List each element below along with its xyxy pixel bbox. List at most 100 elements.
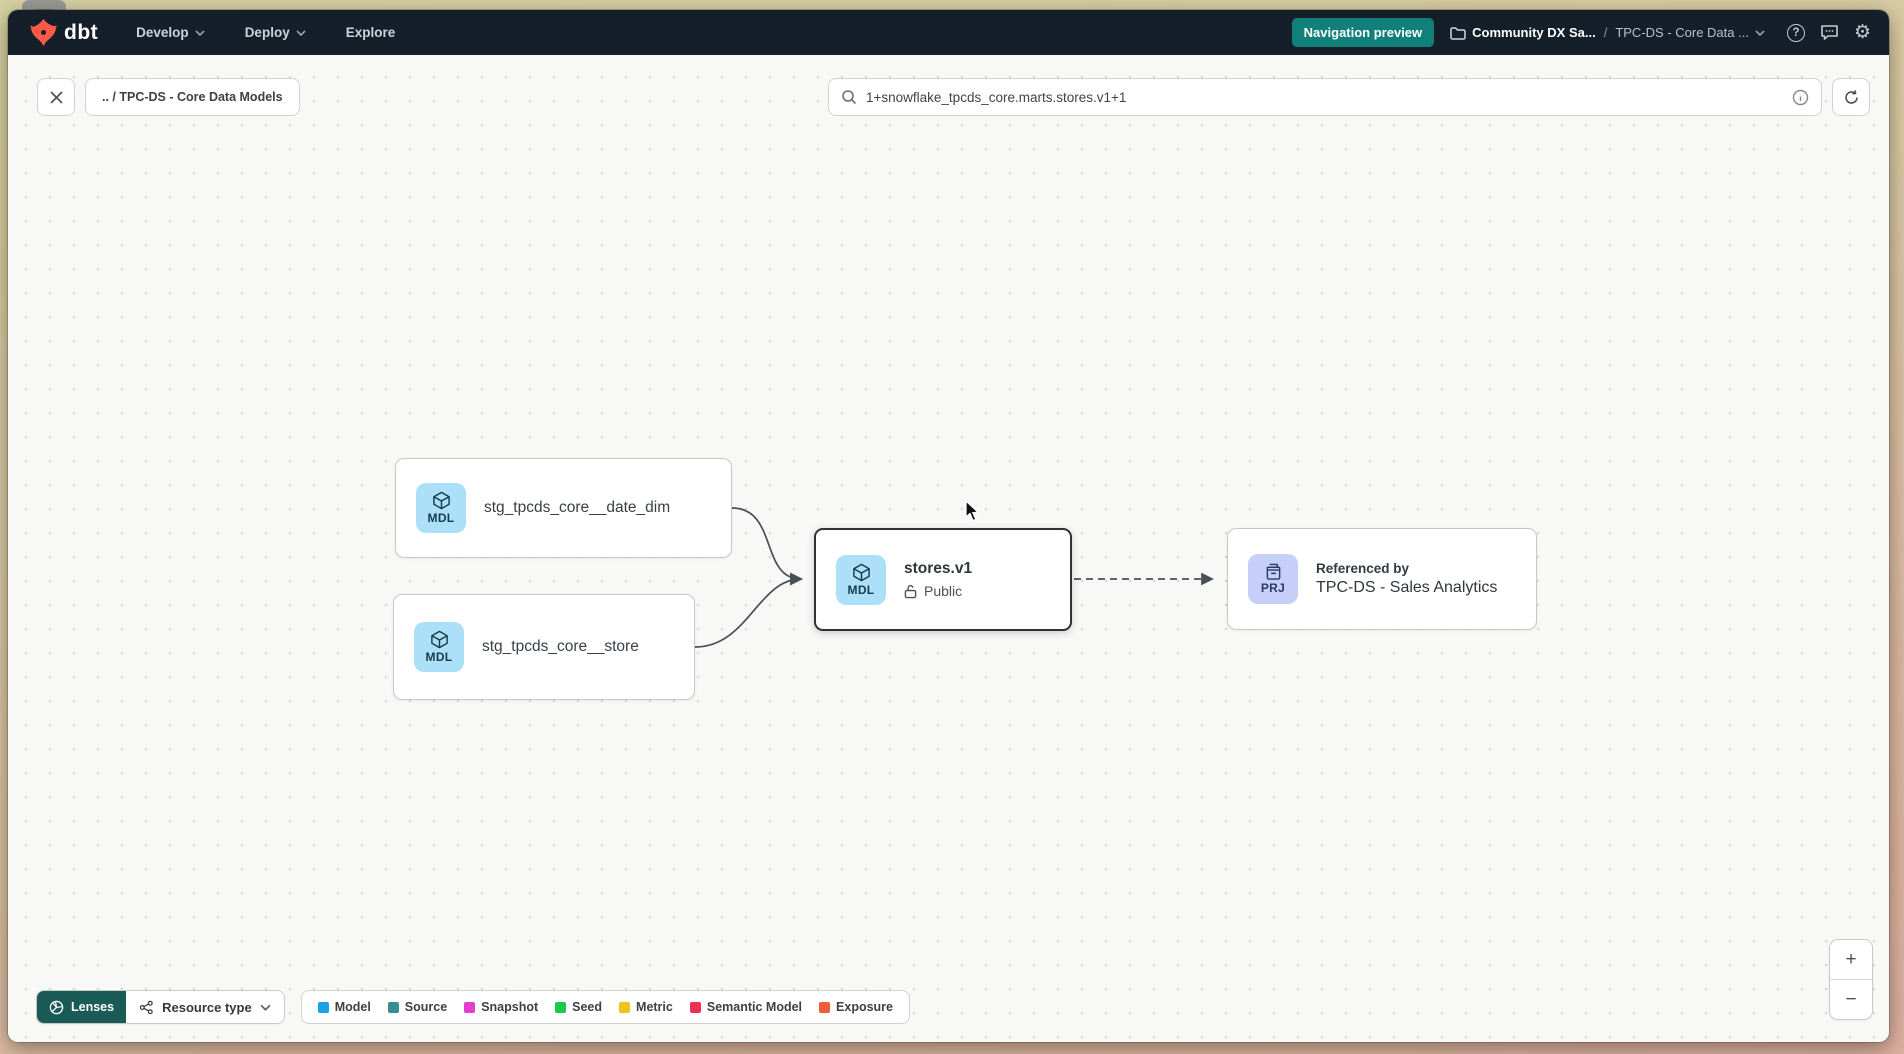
- resource-type-label: Resource type: [162, 999, 252, 1015]
- node-stg-tpcds-core-date-dim[interactable]: MDL stg_tpcds_core__date_dim: [395, 458, 732, 558]
- referenced-by-label: Referenced by: [1316, 561, 1410, 576]
- feedback-icon[interactable]: [1820, 24, 1839, 41]
- menu-develop-label: Develop: [136, 25, 189, 40]
- node-stg-tpcds-core-store[interactable]: MDL stg_tpcds_core__store: [393, 594, 695, 700]
- node-label: stores.v1: [904, 560, 973, 577]
- zoom-controls: + −: [1829, 939, 1873, 1020]
- zoom-divider: [1830, 979, 1872, 980]
- cube-icon: [432, 491, 450, 510]
- refresh-icon: [1844, 89, 1858, 104]
- lineage-breadcrumb-chip[interactable]: .. / TPC-DS - Core Data Models: [85, 78, 300, 116]
- zoom-in-button[interactable]: +: [1830, 940, 1872, 979]
- cube-icon: [852, 563, 870, 581]
- search-input[interactable]: [866, 89, 1783, 105]
- node-label: stg_tpcds_core__store: [482, 638, 639, 655]
- menu-develop[interactable]: Develop: [136, 25, 205, 40]
- legend-item-semantic-model: Semantic Model: [689, 1000, 803, 1014]
- resource-badge: MDL: [427, 511, 455, 525]
- resource-badge: MDL: [847, 582, 875, 597]
- menu-deploy-label: Deploy: [244, 25, 290, 40]
- legend-label: Metric: [636, 1000, 673, 1014]
- menu-explore[interactable]: Explore: [346, 25, 396, 40]
- project-breadcrumb: Community DX Sa... / TPC-DS - Core Data …: [1450, 25, 1765, 40]
- cube-icon: [430, 630, 448, 649]
- legend-swatch: [317, 1001, 329, 1013]
- menu-explore-label: Explore: [345, 25, 396, 40]
- lineage-toolbar: .. / TPC-DS - Core Data Models: [37, 78, 1870, 116]
- legend-item-model: Model: [317, 1000, 371, 1014]
- legend-swatch: [689, 1001, 701, 1013]
- archive-icon: [1266, 563, 1280, 580]
- legend-label: Model: [334, 1000, 371, 1014]
- navbar-right: Navigation preview Community DX Sa... / …: [1291, 18, 1871, 47]
- search-icon: [842, 90, 857, 105]
- legend-swatch: [619, 1001, 631, 1013]
- lineage-search: [828, 78, 1822, 116]
- refresh-button[interactable]: [1832, 78, 1870, 116]
- help-icon[interactable]: ?: [1786, 23, 1805, 42]
- node-label: stg_tpcds_core__date_dim: [484, 499, 671, 516]
- lenses-button[interactable]: Lenses: [37, 991, 127, 1023]
- model-icon: MDL: [836, 554, 886, 605]
- lenses-label: Lenses: [71, 1000, 115, 1014]
- chevron-down-icon: [1755, 29, 1765, 36]
- close-icon: [50, 91, 62, 103]
- close-button[interactable]: [37, 78, 75, 116]
- legend-item-snapshot: Snapshot: [464, 1000, 538, 1014]
- legend-label: Source: [404, 1000, 448, 1014]
- dbt-logo-icon: [30, 19, 57, 46]
- bottom-controls: Lenses Resource type Model Source Snapsh…: [36, 990, 910, 1024]
- access-label: Public: [924, 583, 963, 599]
- legend-label: Snapshot: [481, 1000, 539, 1014]
- gear-icon[interactable]: ⚙: [1853, 22, 1871, 43]
- top-navbar: dbt Develop Deploy Explore Navigation pr…: [8, 10, 1889, 55]
- legend-label: Seed: [572, 1000, 603, 1014]
- resource-type-icon: [139, 1000, 153, 1014]
- lineage-canvas[interactable]: .. / TPC-DS - Core Data Models: [8, 55, 1889, 1042]
- node-tpcds-sales-analytics[interactable]: PRJ Referenced by TPC-DS - Sales Analyti…: [1227, 528, 1537, 630]
- app-window: dbt Develop Deploy Explore Navigation pr…: [8, 10, 1889, 1042]
- lenses-control: Lenses Resource type: [36, 990, 285, 1024]
- legend-swatch: [555, 1001, 567, 1013]
- lens-icon: [49, 1000, 64, 1014]
- node-stores-v1[interactable]: MDL stores.v1 Public: [814, 528, 1072, 631]
- legend-item-metric: Metric: [619, 1000, 673, 1014]
- lock-open-icon: [904, 584, 917, 598]
- resource-badge: PRJ: [1260, 581, 1286, 595]
- info-icon[interactable]: [1792, 89, 1809, 106]
- legend-label: Exposure: [836, 1000, 893, 1014]
- dbt-logo-text: dbt: [64, 20, 99, 44]
- breadcrumb-section-label: TPC-DS - Core Data ...: [1615, 25, 1749, 40]
- legend-swatch: [387, 1001, 399, 1013]
- model-icon: MDL: [414, 622, 464, 672]
- zoom-out-button[interactable]: −: [1830, 980, 1872, 1019]
- breadcrumb-project[interactable]: Community DX Sa...: [1450, 25, 1596, 40]
- legend-item-exposure: Exposure: [819, 1000, 893, 1014]
- chevron-down-icon: [260, 1004, 271, 1011]
- resource-legend: Model Source Snapshot Seed Metric Semant…: [300, 990, 910, 1024]
- legend-label: Semantic Model: [706, 1000, 803, 1014]
- lineage-edges: [694, 507, 1214, 648]
- legend-item-seed: Seed: [555, 1000, 602, 1014]
- resource-type-dropdown[interactable]: Resource type: [126, 991, 284, 1023]
- breadcrumb-separator: /: [1603, 25, 1608, 40]
- project-icon: PRJ: [1248, 554, 1298, 604]
- navigation-preview-badge[interactable]: Navigation preview: [1291, 18, 1435, 47]
- model-icon: MDL: [416, 483, 466, 533]
- node-access: Public: [904, 583, 972, 599]
- node-label: TPC-DS - Sales Analytics: [1316, 579, 1498, 596]
- dbt-logo[interactable]: dbt: [30, 19, 98, 46]
- navbar-icons: ? ⚙: [1786, 22, 1871, 43]
- menu-deploy[interactable]: Deploy: [245, 25, 306, 40]
- main-menu: Develop Deploy Explore: [136, 25, 395, 40]
- resource-badge: MDL: [425, 650, 453, 664]
- node-text: stores.v1 Public: [904, 560, 972, 599]
- chevron-down-icon: [195, 30, 205, 36]
- folder-icon: [1450, 26, 1466, 40]
- legend-swatch: [464, 1001, 476, 1013]
- legend-item-source: Source: [387, 1000, 448, 1014]
- breadcrumb-project-label: Community DX Sa...: [1472, 25, 1596, 40]
- chevron-down-icon: [296, 30, 306, 36]
- node-text: Referenced by TPC-DS - Sales Analytics: [1316, 561, 1497, 597]
- breadcrumb-section[interactable]: TPC-DS - Core Data ...: [1615, 25, 1765, 40]
